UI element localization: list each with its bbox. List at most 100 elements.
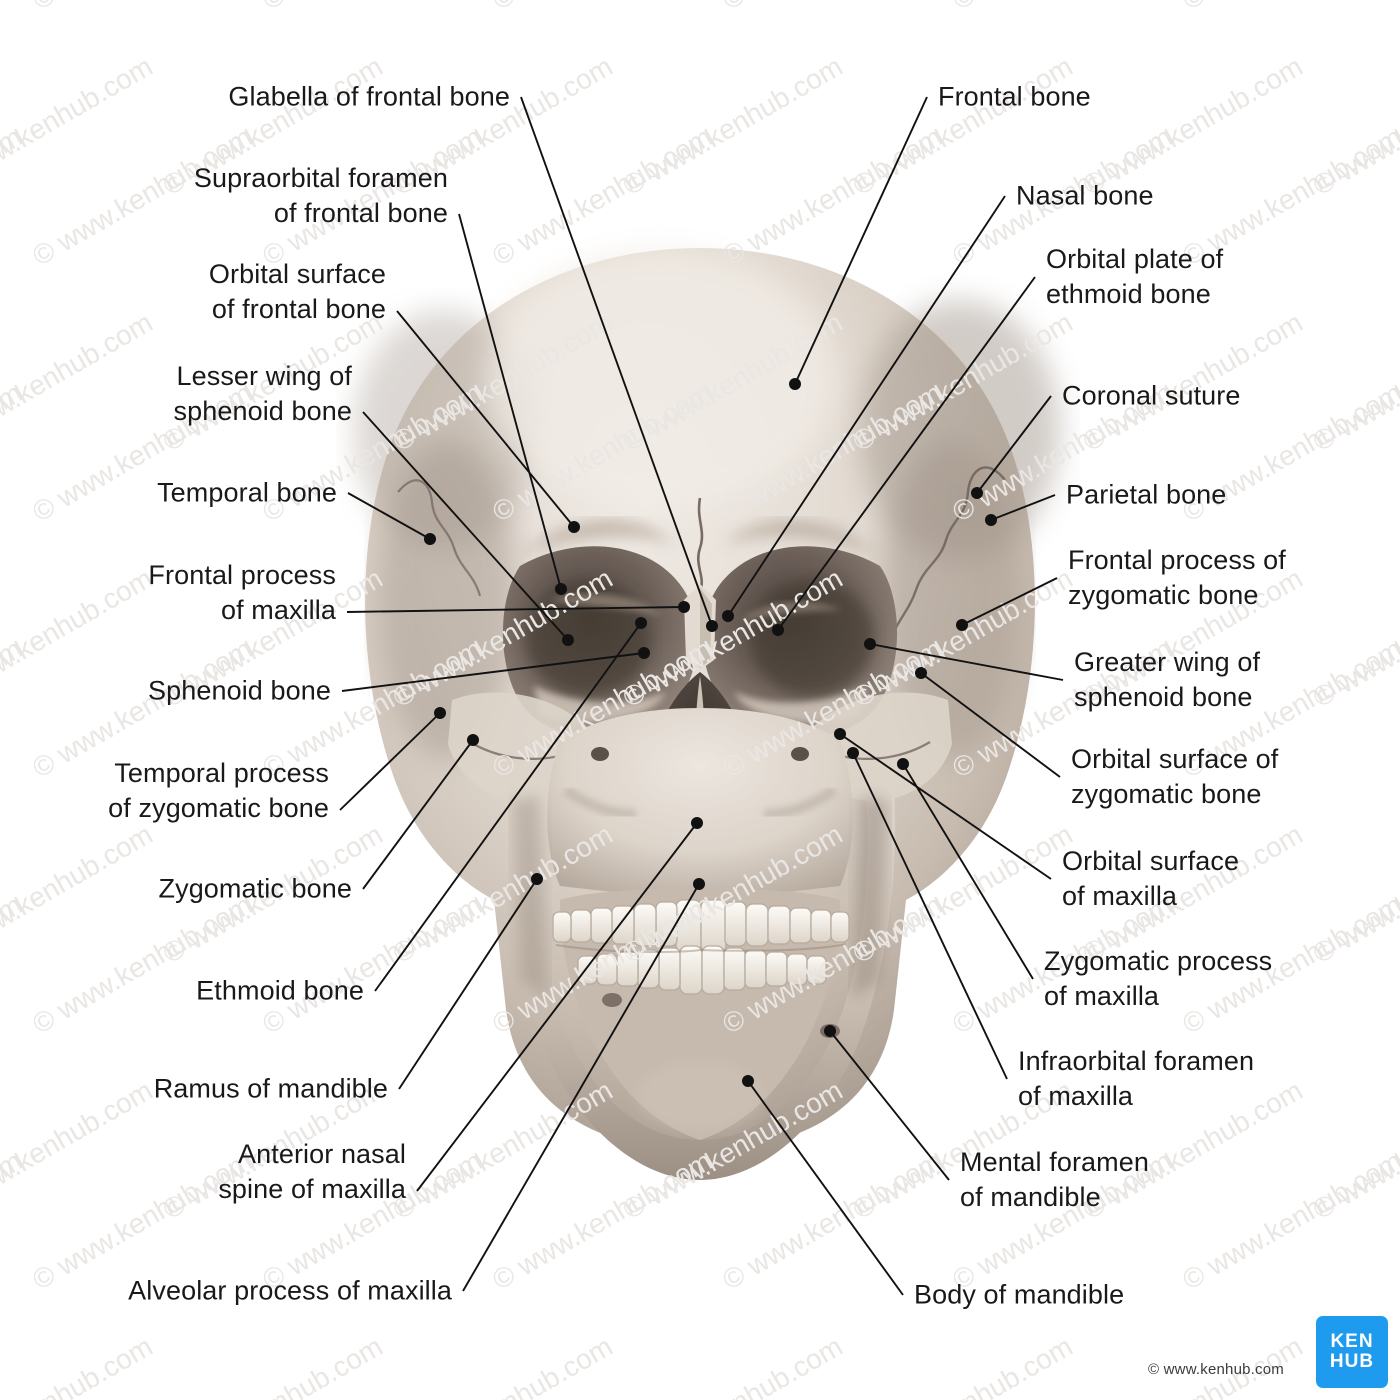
label-temporal-process-of-zygomatic: Temporal process of zygomatic bone (108, 756, 329, 826)
label-line: Orbital surface (208, 259, 386, 289)
leader-dot-temporal-bone (424, 533, 436, 545)
label-line: Temporal bone (157, 477, 337, 508)
label-line: Zygomatic process (1044, 946, 1273, 976)
label-alveolar-process-of-maxilla: Alveolar process of maxilla (128, 1274, 452, 1309)
leader-line-glabella-of-frontal-bone (520, 96, 713, 627)
leader-line-ramus-of-mandible (398, 878, 538, 1090)
leader-line-infraorbital-foramen-of-maxilla (852, 752, 1008, 1080)
infraorbital-foramen-right (791, 747, 809, 761)
leader-line-parietal-bone (990, 494, 1056, 521)
leader-dot-frontal-bone (789, 378, 801, 390)
label-line: of frontal bone (273, 198, 448, 228)
leader-dot-glabella-of-frontal-bone (706, 620, 718, 632)
upper-teeth (552, 899, 850, 953)
maxilla (547, 708, 853, 902)
leader-line-temporal-process-of-zygomatic (339, 712, 441, 811)
leader-line-body-of-mandible (747, 1080, 904, 1296)
label-frontal-process-of-zygomatic: Frontal process of zygomatic bone (1068, 543, 1286, 613)
label-line: Ethmoid bone (196, 975, 364, 1006)
label-line: Orbital plate of (1046, 244, 1224, 274)
leader-line-orbital-surface-of-frontal-bone (396, 310, 575, 528)
label-line: Supraorbital foramen (193, 163, 448, 193)
label-line: sphenoid bone (1074, 682, 1253, 712)
label-line: ethmoid bone (1046, 279, 1211, 309)
infraorbital-foramen-left (591, 747, 609, 761)
label-line: of maxilla (1018, 1081, 1134, 1111)
label-line: of maxilla (220, 595, 336, 625)
leader-dot-zygomatic-bone (467, 734, 479, 746)
canine-fossa-right (763, 785, 837, 819)
label-line: Nasal bone (1016, 180, 1154, 211)
logo-line-1: KEN (1330, 1331, 1374, 1352)
supraorbital-ridge-left (520, 520, 676, 556)
leader-dot-orbital-surface-of-frontal-bone (568, 521, 580, 533)
label-line: Frontal process of (1068, 545, 1286, 575)
leader-dot-zygomatic-process-of-maxilla (897, 758, 909, 770)
leader-dot-body-of-mandible (742, 1075, 754, 1087)
leader-line-frontal-process-of-zygomatic (961, 577, 1058, 626)
leader-dot-frontal-process-of-maxilla (678, 601, 690, 613)
label-line: Glabella of frontal bone (228, 81, 510, 112)
kenhub-logo: KEN HUB (1316, 1316, 1388, 1388)
leader-line-zygomatic-bone (362, 739, 474, 890)
leader-line-supraorbital-foramen (458, 213, 562, 590)
label-line: Anterior nasal (238, 1139, 406, 1169)
leader-dot-sphenoid-bone (638, 647, 650, 659)
leader-line-sphenoid-bone (341, 652, 645, 692)
label-glabella-of-frontal-bone: Glabella of frontal bone (228, 80, 510, 115)
label-line: Body of mandible (914, 1279, 1125, 1310)
label-line: Ramus of mandible (153, 1073, 388, 1104)
leader-line-lesser-wing-of-sphenoid-bone (362, 411, 569, 641)
leader-line-orbital-plate-of-ethmoid-bone (777, 276, 1036, 631)
label-orbital-surface-of-frontal-bone: Orbital surface of frontal bone (209, 257, 386, 327)
leader-line-temporal-bone (347, 492, 431, 540)
label-line: Alveolar process of maxilla (128, 1275, 452, 1306)
lesser-wing-left (548, 593, 662, 616)
label-frontal-bone: Frontal bone (938, 80, 1091, 115)
label-line: of frontal bone (211, 294, 386, 324)
leader-dot-anterior-nasal-spine-of-maxilla (691, 817, 703, 829)
coronal-suture-right (888, 466, 1006, 647)
leader-dot-supraorbital-foramen (555, 583, 567, 595)
credit-text: © www.kenhub.com (1148, 1361, 1284, 1378)
label-line: Temporal process (114, 758, 329, 788)
label-sphenoid-bone: Sphenoid bone (148, 674, 331, 709)
supraorbital-ridge-right (724, 520, 880, 556)
leader-dot-nasal-bone (722, 610, 734, 622)
leader-line-zygomatic-process-of-maxilla (902, 763, 1034, 980)
leader-line-mental-foramen-of-mandible (829, 1030, 950, 1181)
leader-dot-frontal-process-of-zygomatic (956, 619, 968, 631)
label-temporal-bone: Temporal bone (157, 476, 337, 511)
nasal-bridge-shadow (700, 588, 712, 668)
label-line: Parietal bone (1066, 479, 1227, 510)
label-zygomatic-bone: Zygomatic bone (159, 872, 353, 907)
leader-dot-ramus-of-mandible (531, 873, 543, 885)
leader-line-frontal-bone (794, 96, 928, 385)
coronal-suture-left (397, 479, 482, 597)
leader-line-frontal-process-of-maxilla (346, 606, 685, 613)
label-coronal-suture: Coronal suture (1062, 379, 1241, 414)
leader-dot-orbital-plate-of-ethmoid-bone (772, 624, 784, 636)
lower-teeth (577, 945, 827, 995)
label-line: of zygomatic bone (108, 793, 329, 823)
label-line: Orbital surface (1062, 846, 1240, 876)
label-line: of mandible (960, 1182, 1101, 1212)
leader-dot-mental-foramen-of-mandible (824, 1025, 836, 1037)
label-ethmoid-bone: Ethmoid bone (196, 974, 364, 1009)
leader-dot-lesser-wing-of-sphenoid-bone (562, 634, 574, 646)
label-line: Orbital surface of (1071, 744, 1279, 774)
label-supraorbital-foramen: Supraorbital foramen of frontal bone (194, 161, 448, 231)
label-line: Infraorbital foramen (1018, 1046, 1255, 1076)
label-line: Coronal suture (1062, 380, 1241, 411)
label-line: zygomatic bone (1068, 580, 1259, 610)
label-line: sphenoid bone (173, 396, 352, 426)
leader-dot-temporal-process-of-zygomatic (434, 707, 446, 719)
leader-line-nasal-bone (727, 195, 1006, 617)
label-line: Sphenoid bone (148, 675, 331, 706)
mandible-body (560, 888, 840, 1140)
